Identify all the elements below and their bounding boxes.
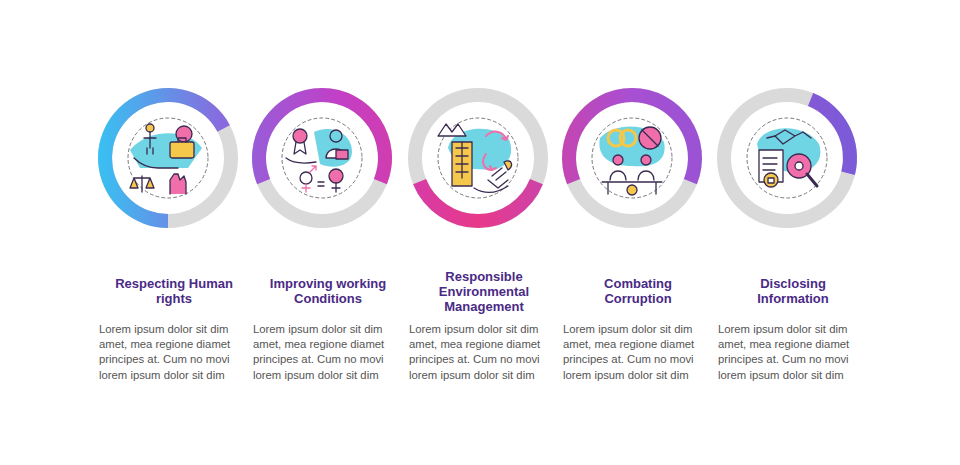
step-heading: Respecting Human rights (112, 276, 236, 306)
step-description: Lorem ipsum dolor sit dim amet, mea regi… (96, 322, 252, 383)
step-heading-box: Responsible Environmental Management (406, 266, 562, 316)
ribbon-arc (413, 179, 543, 228)
ribbon-arc (252, 88, 392, 184)
step-column: Improving working ConditionsLorem ipsum … (250, 266, 406, 383)
human-rights-icon (128, 118, 208, 198)
grey-ring (252, 88, 392, 228)
step-heading: Responsible Environmental Management (422, 269, 546, 314)
grey-ring (717, 88, 857, 228)
working-conditions-icon (282, 118, 362, 198)
step-description: Lorem ipsum dolor sit dim amet, mea regi… (560, 322, 716, 383)
step-heading: Combating Corruption (576, 276, 700, 306)
grey-ring (98, 88, 238, 228)
step-description: Lorem ipsum dolor sit dim amet, mea regi… (406, 322, 562, 383)
step-heading-box: Respecting Human rights (96, 266, 252, 316)
step-column: Disclosing InformationLorem ipsum dolor … (715, 266, 871, 383)
step-description: Lorem ipsum dolor sit dim amet, mea regi… (250, 322, 406, 383)
ribbon-arc (562, 88, 702, 184)
environment-icon (438, 118, 518, 198)
step-heading: Improving working Conditions (266, 276, 390, 306)
disclosure-icon (747, 118, 827, 198)
step-column: Combating CorruptionLorem ipsum dolor si… (560, 266, 716, 383)
step-heading: Disclosing Information (731, 276, 855, 306)
corruption-icon (592, 118, 672, 198)
step-column: Responsible Environmental ManagementLore… (406, 266, 562, 383)
ribbon-arc (98, 88, 230, 228)
grey-ring (562, 88, 702, 228)
step-column: Respecting Human rightsLorem ipsum dolor… (96, 266, 252, 383)
step-description: Lorem ipsum dolor sit dim amet, mea regi… (715, 322, 871, 383)
step-heading-box: Combating Corruption (560, 266, 716, 316)
grey-ring (408, 88, 548, 228)
step-heading-box: Disclosing Information (715, 266, 871, 316)
step-heading-box: Improving working Conditions (250, 266, 406, 316)
